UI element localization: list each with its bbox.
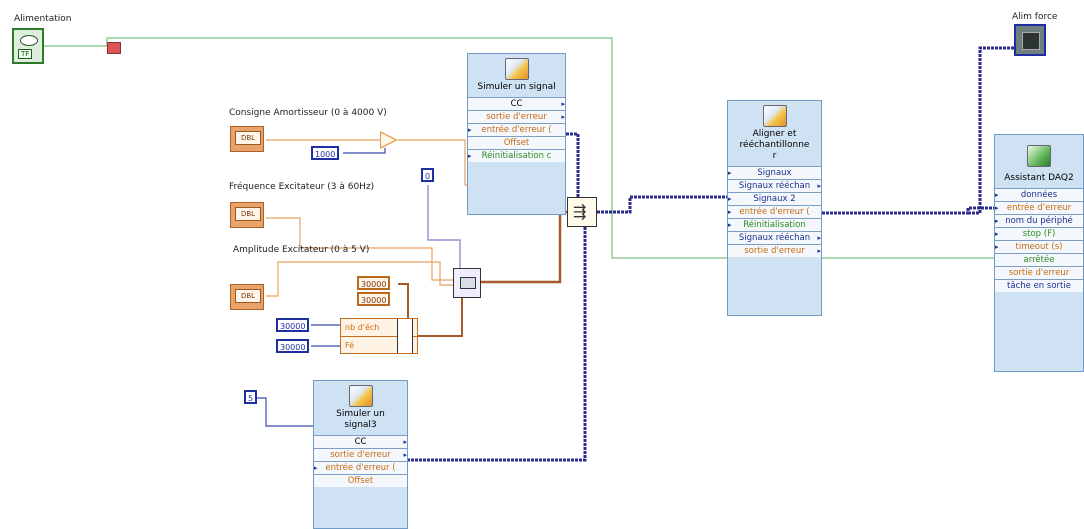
tf-type-indicator: TF	[18, 49, 33, 59]
wire-sim1-cc	[566, 132, 580, 197]
terminal-error-in[interactable]: entrée d'erreur (	[468, 123, 565, 136]
constant-30000-nb[interactable]: 30000	[276, 318, 310, 332]
amplitude-label: Amplitude Excitateur (0 à 5 V)	[233, 245, 370, 255]
wire-5	[256, 397, 313, 427]
terminal-donnees[interactable]: données	[995, 188, 1083, 201]
terminal-device-name[interactable]: nom du périphé	[995, 214, 1083, 227]
align-resample-icon	[762, 105, 787, 127]
terminal-error-in[interactable]: entrée d'erreur (	[728, 205, 821, 218]
dbl-type-indicator: DBL	[235, 289, 261, 303]
simulate-signal-block-2[interactable]: Simuler un signal3 CC sortie d'erreur en…	[313, 380, 408, 529]
dbl-type-indicator: DBL	[235, 131, 261, 145]
terminal-timeout[interactable]: timeout (s)	[995, 240, 1083, 253]
wire-zero	[427, 185, 461, 268]
dbl-type-indicator: DBL	[235, 207, 261, 221]
alim-force-label: Alim force	[1012, 12, 1058, 22]
block-title: Assistant DAQ2	[1004, 173, 1074, 183]
timing-function-icon[interactable]	[453, 268, 481, 298]
terminal-cc[interactable]: CC	[314, 435, 407, 448]
wire-merge-out	[597, 195, 727, 214]
terminal-reset[interactable]: Réinitialisation	[728, 218, 821, 231]
constant-30000-array-a[interactable]: 30000	[357, 276, 391, 290]
terminal-reset[interactable]: Réinitialisation c	[468, 149, 565, 162]
simulate-signal-block-1[interactable]: Simuler un signal CC sortie d'erreur ent…	[467, 53, 566, 215]
wire-sim2-cc	[407, 227, 587, 462]
constant-0[interactable]: 0	[421, 168, 435, 182]
terminal-error-out[interactable]: sortie d'erreur	[728, 244, 821, 257]
consigne-label: Consigne Amortisseur (0 à 4000 V)	[229, 108, 387, 118]
terminal-offset[interactable]: Offset	[314, 474, 407, 487]
terminal-cc[interactable]: CC	[468, 97, 565, 110]
block-title: Aligner et rééchantillonne r	[739, 129, 810, 161]
wire-bundle-out	[418, 298, 463, 337]
terminal-arretee[interactable]: arrêtée	[995, 253, 1083, 266]
frequence-label: Fréquence Excitateur (3 à 60Hz)	[229, 182, 375, 192]
alimentation-boolean-control[interactable]: TF	[12, 28, 44, 64]
terminal-signaux[interactable]: Signaux	[728, 166, 821, 179]
terminal-error-out[interactable]: sortie d'erreur	[468, 110, 565, 123]
terminal-error-in[interactable]: entrée d'erreur (	[314, 461, 407, 474]
toggle-icon	[20, 35, 38, 46]
align-resample-block[interactable]: Aligner et rééchantillonne r Signaux Sig…	[727, 100, 822, 316]
terminal-error-out[interactable]: sortie d'erreur	[314, 448, 407, 461]
consigne-numeric-control[interactable]: DBL	[230, 126, 264, 152]
wire-break-icon	[107, 42, 121, 54]
terminal-signaux-2[interactable]: Signaux 2	[728, 192, 821, 205]
terminal-signaux-reechan[interactable]: Signaux rééchan	[728, 179, 821, 192]
daq-assistant-block[interactable]: Assistant DAQ2 données entrée d'erreur n…	[994, 134, 1084, 372]
bundle-by-name-node[interactable]: nb d'éch Fé	[340, 318, 418, 354]
block-title: Simuler un signal3	[336, 409, 385, 430]
amplitude-numeric-control[interactable]: DBL	[230, 284, 264, 310]
constant-5[interactable]: 5	[244, 390, 258, 404]
daq-assistant-icon	[1027, 145, 1051, 167]
constant-30000-fe[interactable]: 30000	[276, 339, 310, 353]
wire-align-out	[822, 206, 994, 215]
block-title: Simuler un signal	[477, 82, 556, 92]
bundle-bar-icon	[397, 319, 413, 353]
frequence-numeric-control[interactable]: DBL	[230, 202, 264, 228]
alimentation-label: Alimentation	[14, 14, 72, 24]
wire-timing-out	[481, 210, 567, 284]
wire-1000	[343, 148, 386, 154]
terminal-task-out[interactable]: tâche en sortie	[995, 279, 1083, 292]
bundle-field-fe: Fé	[345, 341, 355, 350]
terminal-error-in[interactable]: entrée d'erreur	[995, 201, 1083, 214]
bundle-field-nb: nb d'éch	[341, 319, 417, 337]
constant-1000[interactable]: 1000	[311, 146, 340, 160]
terminal-signaux-reechan-2[interactable]: Signaux rééchan	[728, 231, 821, 244]
simulate-signal-icon	[348, 385, 373, 407]
terminal-stop[interactable]: stop (F)	[995, 227, 1083, 240]
multiply-function-icon[interactable]	[380, 131, 398, 149]
constant-30000-array-b[interactable]: 30000	[357, 292, 391, 306]
merge-signals-icon[interactable]	[567, 197, 597, 227]
terminal-offset[interactable]: Offset	[468, 136, 565, 149]
waveform-graph-icon[interactable]	[1014, 24, 1046, 56]
terminal-error-out[interactable]: sortie d'erreur	[995, 266, 1083, 279]
simulate-signal-icon	[504, 58, 529, 80]
wire-30000-top	[398, 283, 409, 318]
